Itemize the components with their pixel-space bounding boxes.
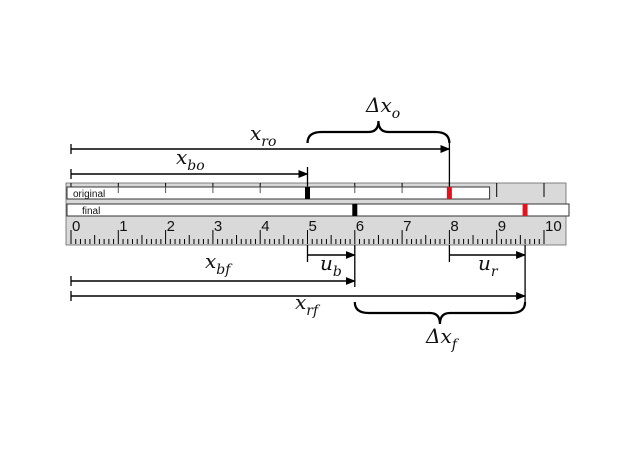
ruler-number: 10: [545, 218, 562, 235]
brace-delta-x-f: [353, 301, 527, 325]
original-red-mark: [446, 187, 452, 199]
ruler-bottom-ticks: [70, 230, 545, 244]
ruler-number: 5: [309, 218, 317, 235]
original-bar: [66, 186, 491, 200]
label-x-rf: xrf: [295, 290, 321, 319]
ruler-number: 7: [403, 218, 411, 235]
ruler-number: 0: [72, 218, 80, 235]
label-u-r: ur: [478, 251, 499, 280]
final-bar-right: [354, 203, 570, 217]
label-delta-x-f: Δxf: [425, 324, 460, 353]
ruler-number: 8: [450, 218, 458, 235]
label-u-b: ub: [320, 251, 342, 280]
ruler-number: 9: [498, 218, 506, 235]
final-red-mark: [522, 204, 528, 216]
original-bar-label: original: [73, 189, 105, 200]
arrows: [70, 142, 527, 302]
label-delta-x-o: Δxo: [365, 93, 400, 122]
ruler-number: 1: [119, 218, 127, 235]
label-x-ro: xro: [250, 121, 276, 150]
ruler-numbers: 0 1 2 3 4 5 6 7 8 9 10: [72, 218, 562, 235]
original-black-mark: [305, 187, 310, 199]
brace-delta-x-o: [306, 120, 451, 144]
label-x-bo: xbo: [176, 145, 205, 174]
final-black-mark: [352, 204, 358, 216]
final-bar-left: [66, 203, 356, 217]
ruler-number: 4: [261, 218, 269, 235]
ruler-number: 6: [356, 218, 364, 235]
final-bar-label: final: [82, 206, 100, 217]
ruler-number: 3: [214, 218, 222, 235]
label-x-bf: xbf: [205, 249, 233, 278]
ruler-number: 2: [167, 218, 175, 235]
